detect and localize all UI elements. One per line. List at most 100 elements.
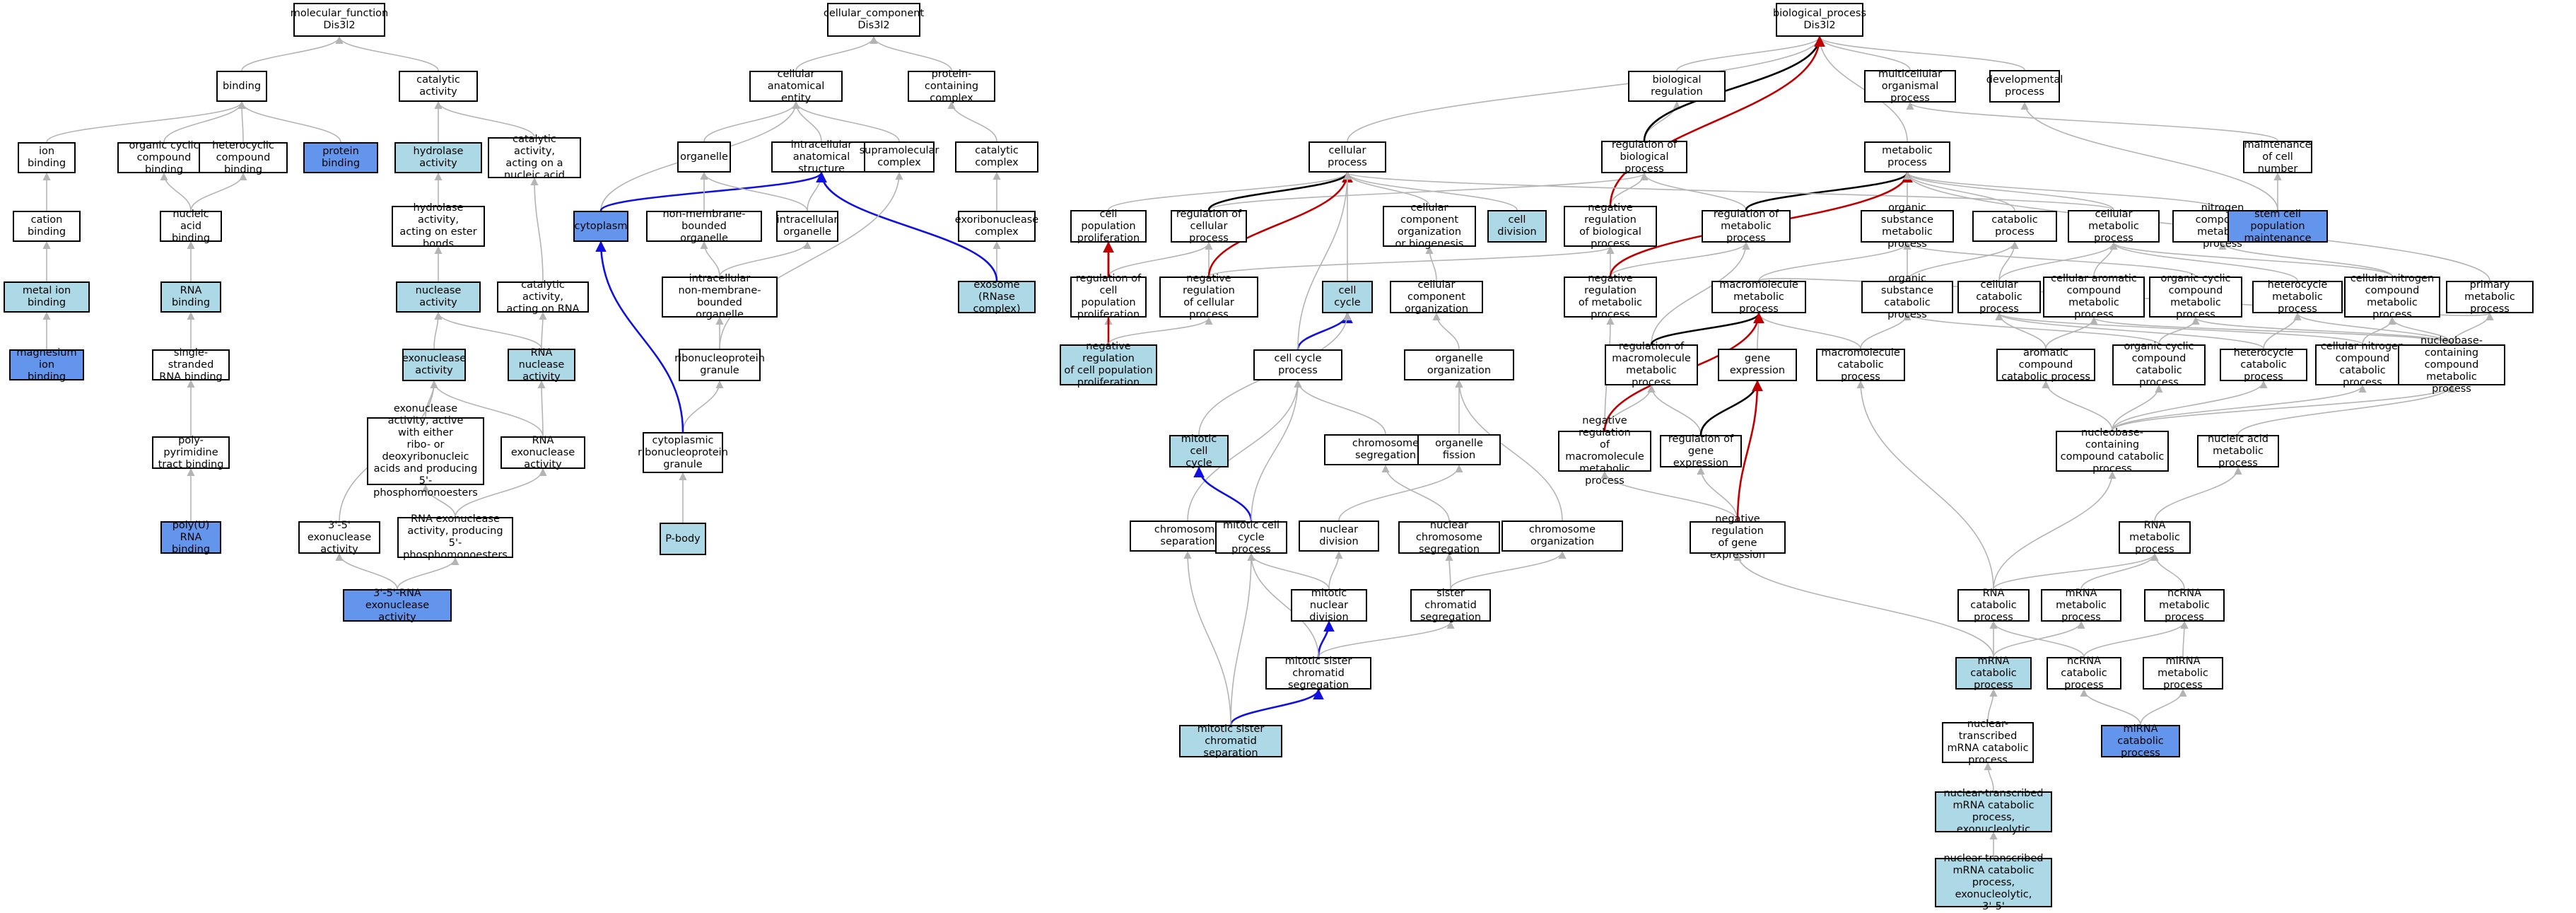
go-term-heterocycle-cp: heterocycle catabolic process xyxy=(2220,347,2307,383)
edge-rna-exo-3-5-to-exo-3-5 xyxy=(335,552,398,590)
edge-cyto-rnp-granule-to-cytoplasm xyxy=(595,240,684,433)
edge-cellular-nitrogen-mp-to-cellular-metabolic-process xyxy=(2109,241,2393,277)
edge-neg-reg-gene-expression-to-neg-reg-macromolecule-mp xyxy=(1600,470,1738,522)
go-term-cell-cycle-process: cell cycle process xyxy=(1253,349,1342,380)
edge-rna-exo-5p-to-exonuclease-5p xyxy=(421,484,456,518)
edge-nucleobase-mp-to-cellular-nitrogen-mp xyxy=(2388,316,2452,345)
edge-regulation-bio-process-to-biological-regulation xyxy=(1644,100,1681,141)
go-term-binding: binding xyxy=(216,71,267,102)
go-term-mirna-metabolic-process: miRNA metabolic process xyxy=(2143,656,2223,691)
edge-organic-cyclic-cb-to-binding xyxy=(163,100,246,143)
go-term-catabolic-process: catabolic process xyxy=(1972,211,2057,242)
go-term-reg-gene-expression: regulation of gene expression xyxy=(1660,434,1742,469)
edge-rna-catabolic-process-to-rna-metabolic-process xyxy=(1993,552,2159,590)
edge-sister-chromatid-seg-to-nuclear-chrom-seg xyxy=(1445,552,1453,590)
edge-cell-division-to-cellular-process xyxy=(1343,171,1518,211)
go-term-nuclear-division: nuclear division xyxy=(1299,521,1379,552)
go-term-nuclease-activity: nuclease activity xyxy=(396,281,481,313)
edge-mitotic-sister-chrom-sep-to-mitotic-cell-cycle-process xyxy=(1230,552,1255,726)
go-term-ion-binding: ion binding xyxy=(18,142,76,173)
edge-rna-catabolic-process-to-nucleobase-cp xyxy=(1993,470,2117,590)
go-term-protein-complex: protein-containing complex xyxy=(908,69,995,104)
go-term-organic-cyclic-cp: organic cyclic compound catabolic proces… xyxy=(2112,341,2206,388)
go-term-rna-exo-3-5: 3'-5'-RNA exonuclease activity xyxy=(343,588,452,623)
go-term-supramolecular: supramolecular complex xyxy=(860,141,939,173)
go-term-cell-anat-entity: cellular anatomical entity xyxy=(749,69,843,104)
go-term-regulation-cellular-process: regulation of cellular process xyxy=(1171,209,1247,244)
go-term-organelle-organization: organelle organization xyxy=(1404,349,1514,380)
go-term-neg-reg-gene-expression: negative regulation of gene expression xyxy=(1690,513,1786,561)
edge-cytoplasm-to-intracellular-anat xyxy=(599,171,827,211)
go-term-cell-division: cell division xyxy=(1487,210,1547,243)
edge-macromolecule-mp-to-organic-substance-mp xyxy=(1758,241,1911,281)
go-term-neg-reg-macromolecule-mp: negative regulation of macromolecule met… xyxy=(1558,415,1651,487)
go-term-biological-regulation: biological regulation xyxy=(1628,71,1726,102)
go-term-organic-cyclic-mp: organic cyclic compound metabolic proces… xyxy=(2149,273,2242,320)
go-term-cellular-catabolic-process: cellular catabolic process xyxy=(1957,279,2041,315)
edge-cellular-metabolic-process-to-cellular-process xyxy=(1343,171,2114,211)
edge-protein-binding-to-binding xyxy=(238,100,341,143)
edge-heterocycle-cp-to-cellular-catabolic-process xyxy=(1995,312,2264,349)
edge-rna-metabolic-process-to-nucleic-acid-mp xyxy=(2154,466,2242,522)
edge-neg-reg-bio-process-to-bp-root xyxy=(1609,35,1825,207)
edge-reg-gene-expression-to-reg-macromolecule-mp xyxy=(1647,384,1702,436)
edge-nitrogen-compound-mp-to-metabolic-process xyxy=(1903,171,2223,211)
go-term-nucleic-acid-binding: nucleic acid binding xyxy=(160,209,222,244)
go-term-organic-cyclic-cb: organic cyclic compound binding xyxy=(117,140,211,175)
edge-mitotic-nuclear-division-to-nuclear-division xyxy=(1328,550,1343,590)
go-term-hydrolase-ester: hydrolase activity, acting on ester bond… xyxy=(392,202,485,250)
edge-cellular-process-to-bp-root xyxy=(1347,35,1824,142)
edge-reg-macromolecule-mp-to-reg-metabolic-process xyxy=(1651,241,1750,345)
edge-nuclear-chrom-seg-to-chromosome-segregation xyxy=(1381,464,1450,522)
go-term-mitotic-cell-cycle: mitotic cell cycle xyxy=(1169,434,1229,469)
edge-metabolic-process-to-bp-root xyxy=(1815,35,1908,142)
edge-intra-nonmembrane-organelle-to-intracellular-organelle xyxy=(719,240,812,277)
edge-cyto-rnp-granule-to-rnp-granule xyxy=(682,380,724,433)
go-term-exoribonuclease-complex: exoribonuclease complex xyxy=(955,211,1038,242)
edge-neg-reg-gene-expression-to-reg-gene-expression xyxy=(1697,466,1738,522)
go-term-reg-metabolic-process: regulation of metabolic process xyxy=(1702,209,1791,244)
go-term-catalytic-activity: catalytic activity xyxy=(399,71,478,102)
go-term-exonuclease-activity: exonuclease activity xyxy=(402,349,466,381)
edge-neg-reg-bio-process-to-regulation-bio-process xyxy=(1610,172,1649,207)
edge-nucleobase-mp-to-primary-mp xyxy=(2451,312,2494,345)
go-term-exo-3-5: 3'-5' exonuclease activity xyxy=(298,520,380,555)
edge-catalytic-activity-to-mf-root xyxy=(335,35,439,71)
edge-nucleic-acid-binding-to-organic-cyclic-cb xyxy=(160,172,192,211)
go-term-mitotic-sister-chrom-seg: mitotic sister chromatid segregation xyxy=(1265,656,1371,691)
go-term-developmental-process: developmental process xyxy=(1986,70,2063,103)
go-term-metal-ion-binding: metal ion binding xyxy=(4,281,90,313)
go-term-magnesium-ion-binding: magnesium ion binding xyxy=(9,347,84,383)
edge-developmental-process-to-bp-root xyxy=(1815,35,2025,71)
edge-mitotic-cell-cycle-process-to-mitotic-cell-cycle xyxy=(1193,466,1253,522)
go-term-multicellular-process: multicellular organismal process xyxy=(1864,69,1956,104)
edge-rna-nuclease-activity-to-cat-act-rna xyxy=(539,311,547,349)
edge-organic-cyclic-cp-to-organic-substance-cp xyxy=(1903,312,2160,345)
edge-rna-exonuclease-to-exonuclease-activity xyxy=(430,380,544,437)
edge-stem-cell-maintenance-to-developmental-process xyxy=(2020,101,2278,211)
edge-intra-nonmembrane-organelle-to-nonmembrane-organelle xyxy=(700,240,720,277)
edge-reg-cell-pop-prolif-to-regulation-cellular-process xyxy=(1108,241,1213,277)
edge-nucleic-acid-binding-to-heterocyclic-cb xyxy=(190,172,247,211)
edge-nucleobase-cp-to-nucleobase-mp xyxy=(2112,384,2456,431)
go-term-hydrolase-activity: hydrolase activity xyxy=(394,142,482,173)
edge-cell-anat-entity-to-cc-root xyxy=(795,35,878,71)
go-term-ss-rna-binding: single-stranded RNA binding xyxy=(152,347,230,383)
edge-sister-chromatid-seg-to-chromosome-organization xyxy=(1450,550,1567,590)
go-term-nuclear-mrna-cp: nuclear-transcribed mRNA catabolic proce… xyxy=(1942,719,2034,766)
edge-chromosome-segregation-to-cell-cycle-process xyxy=(1294,379,1386,435)
go-term-cellular-process: cellular process xyxy=(1309,141,1386,173)
go-term-maintenance-cell-number: maintenance of cell number xyxy=(2243,139,2312,175)
go-term-exonuclease-5p: exonuclease activity, active with either… xyxy=(367,403,484,499)
go-term-mrna-catabolic-process: mRNA catabolic process xyxy=(1955,656,2032,691)
edge-nucleobase-cp-to-aromatic-cp xyxy=(2042,380,2113,431)
go-term-stem-cell-maintenance: stem cell population maintenance xyxy=(2227,209,2328,244)
edge-protein-complex-to-cc-root xyxy=(870,35,952,71)
go-term-mirna-catabolic-process: miRNA catabolic process xyxy=(2101,723,2180,759)
go-term-cell-cycle: cell cycle xyxy=(1322,281,1373,313)
edge-heterocyclic-cb-to-binding xyxy=(238,100,246,143)
edge-nuclear-mrna-cp-exo-to-nuclear-mrna-cp xyxy=(1984,762,1994,792)
edge-cellular-catabolic-process-to-catabolic-process xyxy=(1998,240,2019,281)
edge-rna-exo-3-5-to-rna-exo-5p xyxy=(397,557,459,590)
go-term-reg-cell-pop-prolif: regulation of cell population proliferat… xyxy=(1070,273,1147,320)
